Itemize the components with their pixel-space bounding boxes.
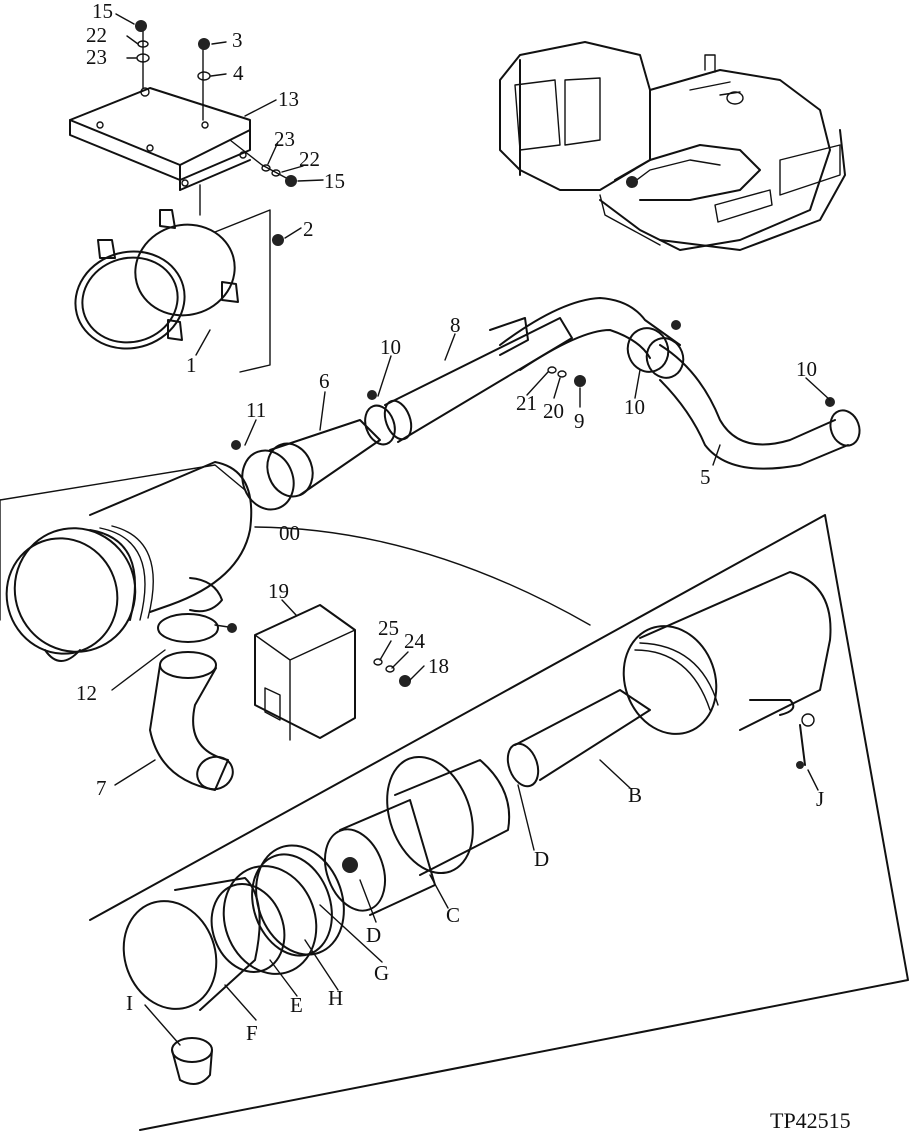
callout-22-side: 22	[299, 147, 320, 171]
bracket-plate-13	[69, 29, 291, 216]
elbow-7-and-clamp-12	[149, 613, 237, 791]
callout-21: 21	[516, 391, 537, 415]
callout-F: F	[246, 1021, 258, 1045]
callout-22-top: 22	[86, 23, 107, 47]
callout-15-top: 15	[92, 0, 113, 23]
callout-7: 7	[96, 776, 107, 800]
callout-15-side: 15	[324, 169, 345, 193]
callout-8: 8	[450, 313, 461, 337]
intake-hoses	[231, 297, 861, 511]
callout-13: 13	[278, 87, 299, 111]
callout-3: 3	[232, 28, 243, 52]
callout-10-mid: 10	[380, 335, 401, 359]
callout-labels: 15 22 23 3 4 13 23 22 15 2 1 8 10 6 11 2…	[76, 0, 824, 1045]
callout-19: 19	[268, 579, 289, 603]
callout-D-right: D	[534, 847, 549, 871]
callout-D-left: D	[366, 923, 381, 947]
callout-23-top: 23	[86, 45, 107, 69]
callout-00: 00	[279, 521, 300, 545]
drawing-code: TP42515	[770, 1108, 851, 1133]
callout-24: 24	[404, 629, 426, 653]
callout-10-right: 10	[624, 395, 645, 419]
callout-C: C	[446, 903, 460, 927]
callout-5: 5	[700, 465, 711, 489]
callout-1: 1	[186, 353, 197, 377]
exploded-view-panel	[89, 514, 909, 1131]
callout-E: E	[290, 993, 303, 1017]
callout-12: 12	[76, 681, 97, 705]
callout-J: J	[816, 787, 824, 811]
callout-9: 9	[574, 409, 585, 433]
shield-bracket-19	[254, 604, 411, 741]
air-cleaner-assembly	[0, 461, 253, 662]
callout-4: 4	[233, 61, 244, 85]
callout-10-far: 10	[796, 357, 817, 381]
band-clamp-1	[74, 209, 284, 373]
callout-6: 6	[319, 369, 330, 393]
callout-G: G	[374, 961, 389, 985]
callout-18: 18	[428, 654, 449, 678]
leader-lines	[111, 13, 831, 1046]
callout-11: 11	[246, 398, 266, 422]
callout-H: H	[328, 986, 343, 1010]
callout-20: 20	[543, 399, 564, 423]
callout-23-side: 23	[274, 127, 295, 151]
callout-2: 2	[303, 217, 314, 241]
callout-25: 25	[378, 616, 399, 640]
callout-B: B	[628, 783, 642, 807]
fastener-stack-top	[135, 20, 297, 187]
excavator-illustration	[499, 41, 846, 251]
callout-I: I	[126, 991, 133, 1015]
